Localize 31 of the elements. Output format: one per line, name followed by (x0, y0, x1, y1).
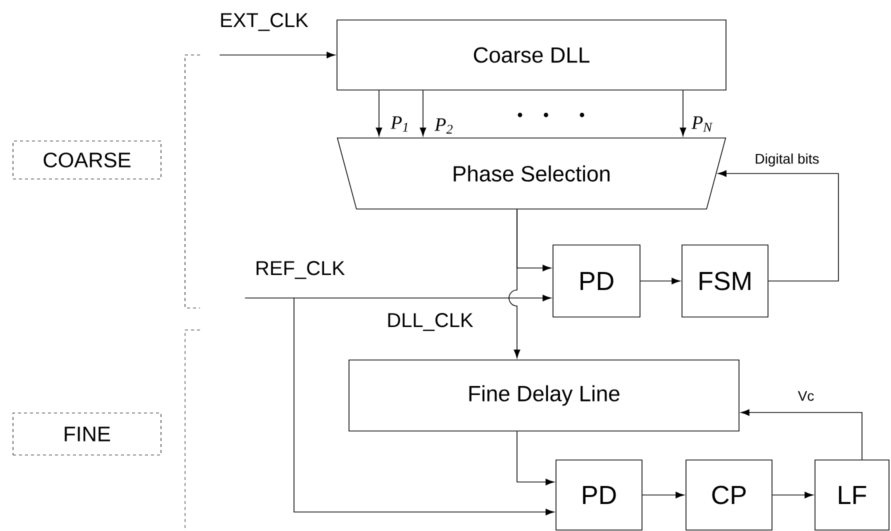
edge-label: Vc (798, 391, 814, 401)
section-label-box: FINE (12, 412, 162, 456)
edge-label: EXT_CLK (221, 13, 308, 31)
arrow (718, 170, 839, 282)
block-box: CP (686, 460, 772, 530)
arrow (640, 278, 680, 284)
block-box: Fine Delay Line (348, 360, 740, 432)
edge-label: P$_{1}$ (390, 116, 408, 132)
edge-label: REF_CLK (256, 261, 345, 279)
arrow (219, 52, 336, 58)
arrow (740, 409, 862, 460)
edge-label: DLL_CLK (388, 313, 474, 331)
arrow (642, 492, 684, 498)
arrow (294, 298, 554, 516)
arrow (244, 294, 552, 302)
edge-label: Digital bits (756, 153, 819, 167)
arrow (772, 492, 814, 498)
block-box: FSM (682, 244, 768, 318)
selector-trapezoid: Phase Selection (336, 138, 726, 210)
section-label-box: COARSE (12, 140, 162, 180)
arrow (680, 90, 686, 136)
arrow (508, 209, 520, 358)
block-box: PD (556, 460, 642, 530)
block-box: LF (814, 460, 890, 530)
arrow (516, 431, 554, 486)
block-box: Coarse DLL (336, 20, 726, 90)
arrow (376, 90, 382, 136)
edge-label: P$_{N}$ (691, 116, 713, 132)
arrow (420, 90, 426, 136)
edge-label: P$_{2}$ (434, 118, 453, 134)
block-box: PD (552, 244, 640, 318)
